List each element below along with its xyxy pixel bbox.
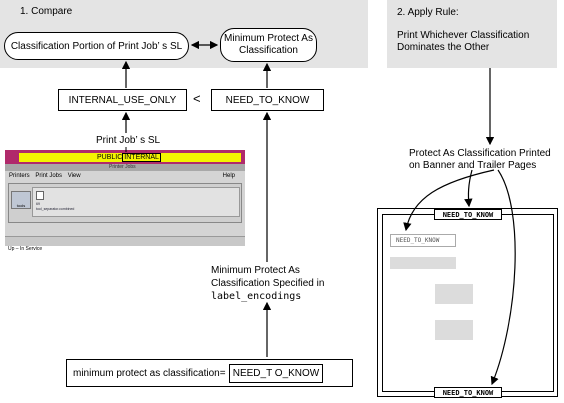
printer-icon-label: tools: [16, 203, 26, 208]
status-bar: Up – In Service: [5, 236, 245, 252]
less-than-symbol: <: [193, 91, 201, 106]
encodings-entry-box: minimum protect as classification= NEED_…: [66, 359, 353, 387]
internal-use-only-label: INTERNAL_USE_ONLY: [68, 94, 177, 106]
minimum-protect-box: Minimum Protect As Classification: [220, 28, 317, 62]
printer-icon[interactable]: tools: [11, 191, 31, 209]
job-entry-text-line1: 69: [36, 202, 40, 206]
print-job-sl-label: Print Job’ s SL: [96, 135, 161, 146]
arrow-note-to-bottom-banner: [490, 169, 516, 386]
arrow-note-to-top-banner: [464, 169, 473, 208]
minimum-protect-line2: Classification: [239, 45, 298, 56]
encodings-entry-label: minimum protect as classification=: [73, 368, 226, 379]
banner-bottom-text: NEED_TO_KNOW: [442, 388, 494, 397]
menu-bar: Printers Print Jobs View Help: [7, 172, 243, 181]
job-entry[interactable]: 69 tool_separator.combined: [32, 187, 240, 217]
content-block-2: [435, 284, 473, 304]
apply-panel: [387, 0, 557, 68]
compare-step-label: 1. Compare: [20, 6, 73, 17]
label-public: PUBLIC: [97, 154, 123, 161]
classification-portion-box: Classification Portion of Print Job’ s S…: [4, 32, 189, 60]
spec-line2: Classification Specified in: [211, 278, 325, 289]
window-name: Printer Jobs: [109, 164, 136, 170]
banner-bottom-label: NEED_TO_KNOW: [434, 387, 502, 398]
apply-step-label: 2. Apply Rule:: [397, 7, 459, 18]
body-label: NEED_TO_KNOW: [390, 234, 456, 247]
job-icon: [36, 191, 44, 200]
menu-view[interactable]: View: [67, 173, 81, 179]
menu-printers[interactable]: Printers: [9, 173, 30, 179]
banner-note-line2: on Banner and Trailer Pages: [409, 160, 537, 171]
label-internal: INTERNAL: [122, 153, 161, 162]
encodings-entry-value-box: NEED_T O_KNOW: [229, 364, 323, 383]
minimum-protect-line1: Minimum Protect As: [224, 33, 313, 44]
need-to-know-box: NEED_TO_KNOW: [211, 89, 324, 111]
spec-filename: label_encodings: [211, 291, 302, 302]
content-block-3: [435, 320, 473, 340]
status-text: Up – In Service: [8, 246, 43, 252]
arrow-note-to-body: [403, 169, 495, 232]
classification-portion-label: Classification Portion of Print Job’ s S…: [10, 40, 183, 52]
spec-line1: Minimum Protect As: [211, 265, 300, 276]
banner-top-label: NEED_TO_KNOW: [434, 209, 502, 220]
internal-use-only-box: INTERNAL_USE_ONLY: [58, 89, 187, 111]
content-block-1: [390, 257, 456, 269]
menu-print-jobs[interactable]: Print Jobs: [35, 173, 63, 179]
need-to-know-label: NEED_TO_KNOW: [225, 94, 310, 106]
window-name-bar: [5, 164, 245, 171]
apply-rule-line1: Print Whichever Classification: [397, 30, 530, 41]
banner-top-text: NEED_TO_KNOW: [442, 210, 494, 219]
banner-note-line1: Protect As Classification Printed: [409, 148, 551, 159]
body-label-text: NEED_TO_KNOW: [396, 237, 440, 244]
apply-rule-line2: Dominates the Other: [397, 42, 490, 53]
menu-help[interactable]: Help: [222, 173, 235, 179]
label-banner: [19, 153, 241, 162]
encodings-entry-value: NEED_T O_KNOW: [232, 368, 320, 379]
job-entry-text-line2: tool_separator.combined: [36, 207, 75, 211]
